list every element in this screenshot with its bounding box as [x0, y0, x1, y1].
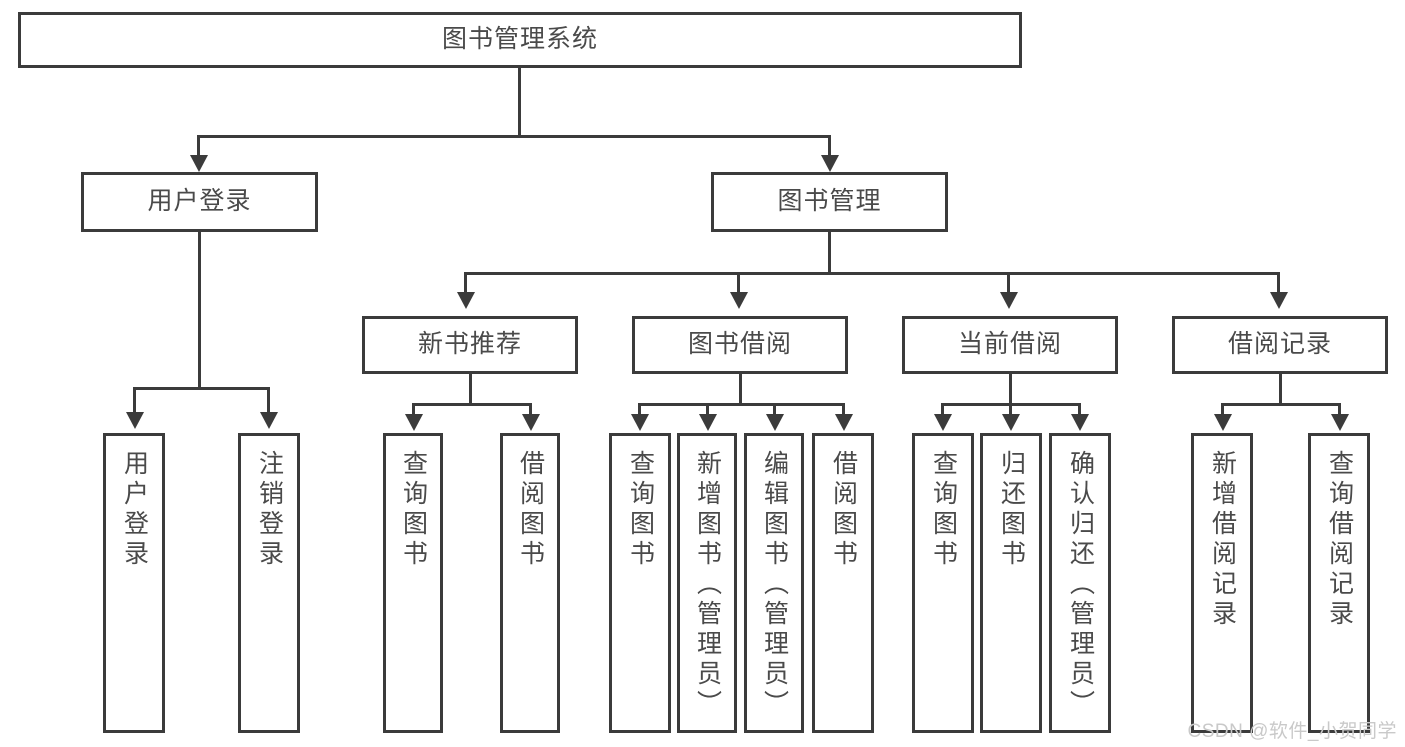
leaf-query-books-borrow[interactable]: 查询图书 — [609, 433, 671, 733]
leaf-query-borrow-record[interactable]: 查询借阅记录 — [1308, 433, 1370, 733]
edge-cb-drop-1 — [941, 403, 944, 416]
arrowhead-nbr-leaf-1 — [405, 414, 423, 431]
node-new-book-recommend[interactable]: 新书推荐 — [362, 316, 578, 374]
edge-nbr-drop-2 — [529, 403, 532, 416]
leaf-logout[interactable]: 注销登录 — [238, 433, 300, 733]
edge-br-drop-2 — [1338, 403, 1341, 416]
edge-nbr-drop-1 — [412, 403, 415, 416]
arrowhead-bm-to-borrow-record — [1270, 292, 1288, 309]
arrowhead-bb-leaf-3 — [766, 414, 784, 431]
edge-bb-drop-4 — [842, 403, 845, 416]
arrowhead-root-to-book-management — [821, 155, 839, 172]
edge-nbr-bus — [412, 403, 532, 406]
leaf-label: 借阅图书 — [829, 450, 858, 570]
edge-cb-drop-3 — [1078, 403, 1081, 416]
edge-bb-drop-1 — [638, 403, 641, 416]
edge-user-login-bus — [133, 387, 270, 390]
edge-book-management-bus — [464, 272, 1278, 275]
edge-bb-stem — [739, 374, 742, 403]
leaf-label: 查询图书 — [399, 450, 428, 570]
node-label: 图书管理系统 — [441, 25, 598, 54]
leaf-query-books-current[interactable]: 查询图书 — [912, 433, 974, 733]
node-user-login[interactable]: 用户登录 — [81, 172, 318, 232]
edge-bm-drop-4 — [1277, 272, 1280, 294]
node-borrow-record[interactable]: 借阅记录 — [1172, 316, 1388, 374]
node-label: 用户登录 — [147, 187, 252, 216]
node-label: 借阅记录 — [1227, 330, 1332, 359]
leaf-label: 新增图书（管理员） — [693, 450, 722, 720]
leaf-label: 查询图书 — [626, 450, 655, 570]
leaf-edit-book-admin[interactable]: 编辑图书（管理员） — [744, 433, 804, 733]
node-root-book-management-system[interactable]: 图书管理系统 — [18, 12, 1022, 68]
leaf-label: 新增借阅记录 — [1208, 450, 1237, 630]
leaf-label: 确认归还（管理员） — [1066, 450, 1095, 720]
leaf-label: 编辑图书（管理员） — [760, 450, 789, 720]
leaf-add-book-admin[interactable]: 新增图书（管理员） — [677, 433, 737, 733]
node-book-borrow[interactable]: 图书借阅 — [632, 316, 848, 374]
arrowhead-root-to-user-login — [190, 155, 208, 172]
edge-br-stem — [1279, 374, 1282, 403]
arrowhead-cb-leaf-3 — [1071, 414, 1089, 431]
arrowhead-bm-to-new-book-recommend — [457, 292, 475, 309]
leaf-label: 用户登录 — [120, 450, 149, 570]
node-label: 图书借阅 — [687, 330, 792, 359]
arrowhead-cb-leaf-1 — [934, 414, 952, 431]
edge-root-stem — [518, 68, 521, 135]
leaf-borrow-books[interactable]: 借阅图书 — [812, 433, 874, 733]
edge-cb-drop-2 — [1009, 403, 1012, 416]
edge-br-drop-1 — [1221, 403, 1224, 416]
edge-book-management-stem — [828, 232, 831, 272]
node-label: 图书管理 — [777, 187, 882, 216]
edge-bb-bus — [638, 403, 845, 406]
leaf-add-borrow-record[interactable]: 新增借阅记录 — [1191, 433, 1253, 733]
edge-nbr-stem — [469, 374, 472, 403]
leaf-query-books-recommend[interactable]: 查询图书 — [383, 433, 443, 733]
arrowhead-nbr-leaf-2 — [522, 414, 540, 431]
arrowhead-bb-leaf-4 — [835, 414, 853, 431]
arrowhead-bm-to-book-borrow — [730, 292, 748, 309]
node-book-management[interactable]: 图书管理 — [711, 172, 948, 232]
arrowhead-cb-leaf-2 — [1002, 414, 1020, 431]
leaf-label: 查询借阅记录 — [1325, 450, 1354, 630]
edge-br-bus — [1221, 403, 1341, 406]
edge-bb-drop-2 — [706, 403, 709, 416]
edge-user-login-drop-1 — [133, 387, 136, 414]
edge-bm-drop-2 — [737, 272, 740, 294]
leaf-label: 注销登录 — [255, 450, 284, 570]
arrowhead-bb-leaf-1 — [631, 414, 649, 431]
edge-bm-drop-3 — [1007, 272, 1010, 294]
edge-user-login-stem — [198, 232, 201, 387]
node-current-borrow[interactable]: 当前借阅 — [902, 316, 1118, 374]
arrowhead-bm-to-current-borrow — [1000, 292, 1018, 309]
arrowhead-br-leaf-2 — [1331, 414, 1349, 431]
leaf-label: 查询图书 — [929, 450, 958, 570]
leaf-label: 借阅图书 — [516, 450, 545, 570]
arrowhead-br-leaf-1 — [1214, 414, 1232, 431]
edge-root-to-user-login — [197, 135, 200, 157]
arrowhead-bb-leaf-2 — [699, 414, 717, 431]
edge-root-to-book-management — [828, 135, 831, 157]
edge-bm-drop-1 — [464, 272, 467, 294]
csdn-watermark: CSDN @软件_小贺同学 — [1187, 721, 1397, 742]
leaf-label: 归还图书 — [997, 450, 1026, 570]
leaf-user-login[interactable]: 用户登录 — [103, 433, 165, 733]
node-label: 新书推荐 — [417, 330, 522, 359]
leaf-borrow-books-recommend[interactable]: 借阅图书 — [500, 433, 560, 733]
node-label: 当前借阅 — [957, 330, 1062, 359]
leaf-return-books[interactable]: 归还图书 — [980, 433, 1042, 733]
edge-cb-stem — [1009, 374, 1012, 403]
leaf-confirm-return-admin[interactable]: 确认归还（管理员） — [1049, 433, 1111, 733]
arrowhead-user-login-leaf-1 — [126, 412, 144, 429]
arrowhead-user-login-leaf-2 — [260, 412, 278, 429]
edge-root-bus — [197, 135, 831, 138]
edge-bb-drop-3 — [773, 403, 776, 416]
edge-user-login-drop-2 — [267, 387, 270, 414]
